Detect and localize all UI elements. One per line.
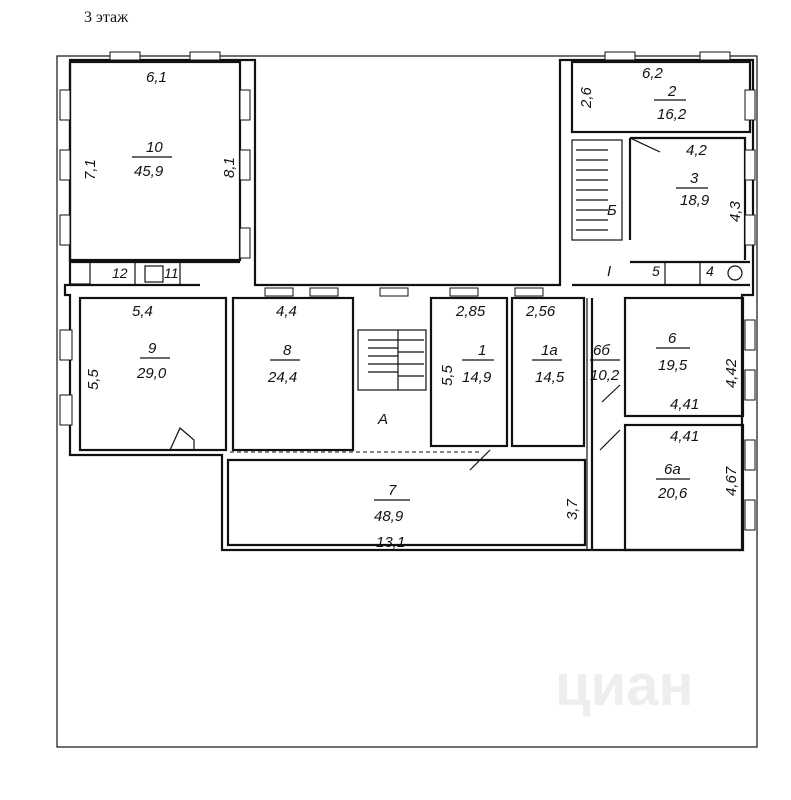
room-9-number: 9: [148, 340, 157, 357]
building-outline: [63, 58, 755, 552]
room-6a-number: 6а: [664, 461, 681, 478]
room-7-number: 7: [388, 482, 397, 499]
floor-label: 3 этаж: [84, 9, 129, 26]
site-boundary: [56, 55, 758, 748]
room-1-number: 1: [478, 342, 486, 359]
room-7-area: 48,9: [374, 508, 404, 525]
room-8-area: 24,4: [267, 369, 297, 386]
stair-b-letter: Б: [607, 202, 617, 219]
room-9-left-dim: 5,5: [85, 368, 102, 390]
room-1a-area: 14,5: [535, 369, 565, 386]
room-3-area: 18,9: [680, 192, 710, 209]
room-8-number: 8: [283, 342, 292, 359]
room-7-bottom-dim: 13,1: [376, 534, 405, 551]
room-8-top-dim: 4,4: [276, 303, 297, 320]
room-1a-top-dim: 2,56: [525, 303, 556, 320]
room-10-right-dim: 8,1: [221, 157, 238, 178]
room-1a-walls: [510, 296, 586, 448]
room-6a-top-dim: 4,41: [670, 428, 699, 445]
room-1-area: 14,9: [462, 369, 492, 386]
room-8-walls: [231, 296, 355, 452]
room-9-walls: [78, 296, 228, 452]
room-11-number: 11: [164, 265, 179, 281]
room-6a-right-dim: 4,67: [723, 466, 740, 496]
room-10-number: 10: [146, 139, 163, 156]
room-3-number: 3: [690, 170, 699, 187]
stair-a-letter: А: [377, 411, 388, 428]
room-10-left-dim: 7,1: [82, 159, 99, 180]
room-7-walls: [226, 458, 587, 547]
room-6b-number: 6б: [593, 342, 610, 359]
room-6-bottom-dim: 4,41: [670, 396, 699, 413]
stair-b: [571, 139, 623, 241]
room-1a-number: 1а: [541, 342, 558, 359]
room-1-top-dim: 2,85: [455, 303, 486, 320]
room-2-top-dim: 6,2: [642, 65, 664, 82]
room-3-top-dim: 4,2: [686, 142, 708, 159]
room-6a-walls: [623, 423, 745, 552]
room-10-area: 45,9: [134, 163, 164, 180]
room-1-left-dim: 5,5: [439, 364, 456, 386]
room-6a-area: 20,6: [657, 485, 688, 502]
room-2-left-dim: 2,6: [578, 86, 595, 109]
room-9-area: 29,0: [136, 365, 167, 382]
room-6-walls: [623, 296, 745, 418]
room-2-number: 2: [667, 83, 677, 100]
corridor-i-letter: I: [607, 263, 611, 280]
room-3-right-dim: 4,3: [727, 200, 744, 222]
room-2-area: 16,2: [657, 106, 687, 123]
stair-a: [357, 329, 427, 391]
room-1-walls: [429, 296, 509, 448]
room-6-right-dim: 4,42: [723, 358, 740, 388]
room-6-number: 6: [668, 330, 677, 347]
room-4-number: 4: [706, 263, 714, 279]
watermark: циан: [555, 653, 694, 718]
room-7-side-dim: 3,7: [564, 498, 581, 520]
room-5-number: 5: [652, 263, 660, 279]
room-10-top-dim: 6,1: [146, 69, 167, 86]
room-6b-area: 10,2: [590, 367, 620, 384]
room-6-area: 19,5: [658, 357, 688, 374]
room-12-number: 12: [112, 265, 128, 281]
room-9-top-dim: 5,4: [132, 303, 153, 320]
